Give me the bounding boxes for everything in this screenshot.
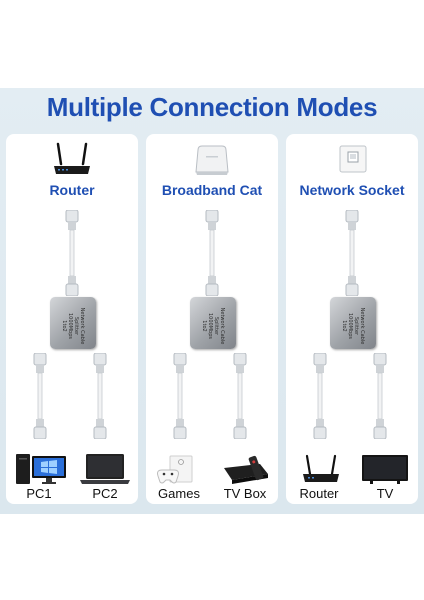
network-splitter: Network Cable Splitter 1000Mbps 1to2 [50, 297, 96, 349]
ethernet-cable-icon [33, 353, 47, 439]
card-router: Router Network Cable Splitter 1000Mbps 1… [6, 134, 138, 504]
device-label: TV [376, 486, 394, 501]
device-label: TV Box [223, 486, 267, 501]
device-label: Router [299, 486, 339, 501]
card-network-socket: Network Socket Network Cable Splitter 10… [286, 134, 418, 504]
network-splitter: Network Cable Splitter 1000Mbps 1to2 [190, 297, 236, 349]
ethernet-cable-icon [173, 353, 187, 439]
splitter-label: Network Cable Splitter 1000Mbps 1to2 [201, 307, 225, 345]
ethernet-cable-icon [345, 210, 359, 296]
game-console-icon [157, 455, 193, 484]
wall-socket-icon [339, 145, 367, 173]
splitter-label: Network Cable Splitter 1000Mbps 1to2 [61, 307, 85, 345]
splitter-label-line1: Network Cable Splitter [213, 307, 225, 345]
tv-icon [362, 455, 408, 484]
splitter-label-line2: 1000Mbps 1to2 [341, 313, 353, 339]
tv-box-icon [224, 455, 268, 484]
network-splitter: Network Cable Splitter 1000Mbps 1to2 [330, 297, 376, 349]
ethernet-cable-icon [233, 353, 247, 439]
desktop-pc-icon [16, 454, 66, 484]
ethernet-cable-icon [93, 353, 107, 439]
splitter-label-line1: Network Cable Splitter [353, 307, 365, 345]
ethernet-cable-icon [313, 353, 327, 439]
ethernet-cable-icon [373, 353, 387, 439]
splitter-label: Network Cable Splitter 1000Mbps 1to2 [341, 307, 365, 345]
page-title: Multiple Connection Modes [46, 92, 378, 122]
modem-icon [195, 145, 229, 175]
device-label: Games [158, 486, 200, 501]
laptop-icon [80, 454, 130, 484]
ethernet-cable-icon [65, 210, 79, 296]
wifi-router-icon [303, 454, 339, 482]
splitter-label-line2: 1000Mbps 1to2 [201, 313, 213, 339]
wifi-router-icon [54, 142, 90, 174]
device-label: PC2 [92, 486, 118, 501]
device-label: PC1 [26, 486, 52, 501]
card-title: Network Socket [299, 182, 405, 198]
splitter-label-line1: Network Cable Splitter [73, 307, 85, 345]
card-broadband-cat: Broadband Cat Network Cable Splitter 100… [146, 134, 278, 504]
card-title: Broadband Cat [161, 182, 263, 198]
ethernet-cable-icon [205, 210, 219, 296]
splitter-label-line2: 1000Mbps 1to2 [61, 313, 73, 339]
card-title: Router [49, 182, 95, 198]
